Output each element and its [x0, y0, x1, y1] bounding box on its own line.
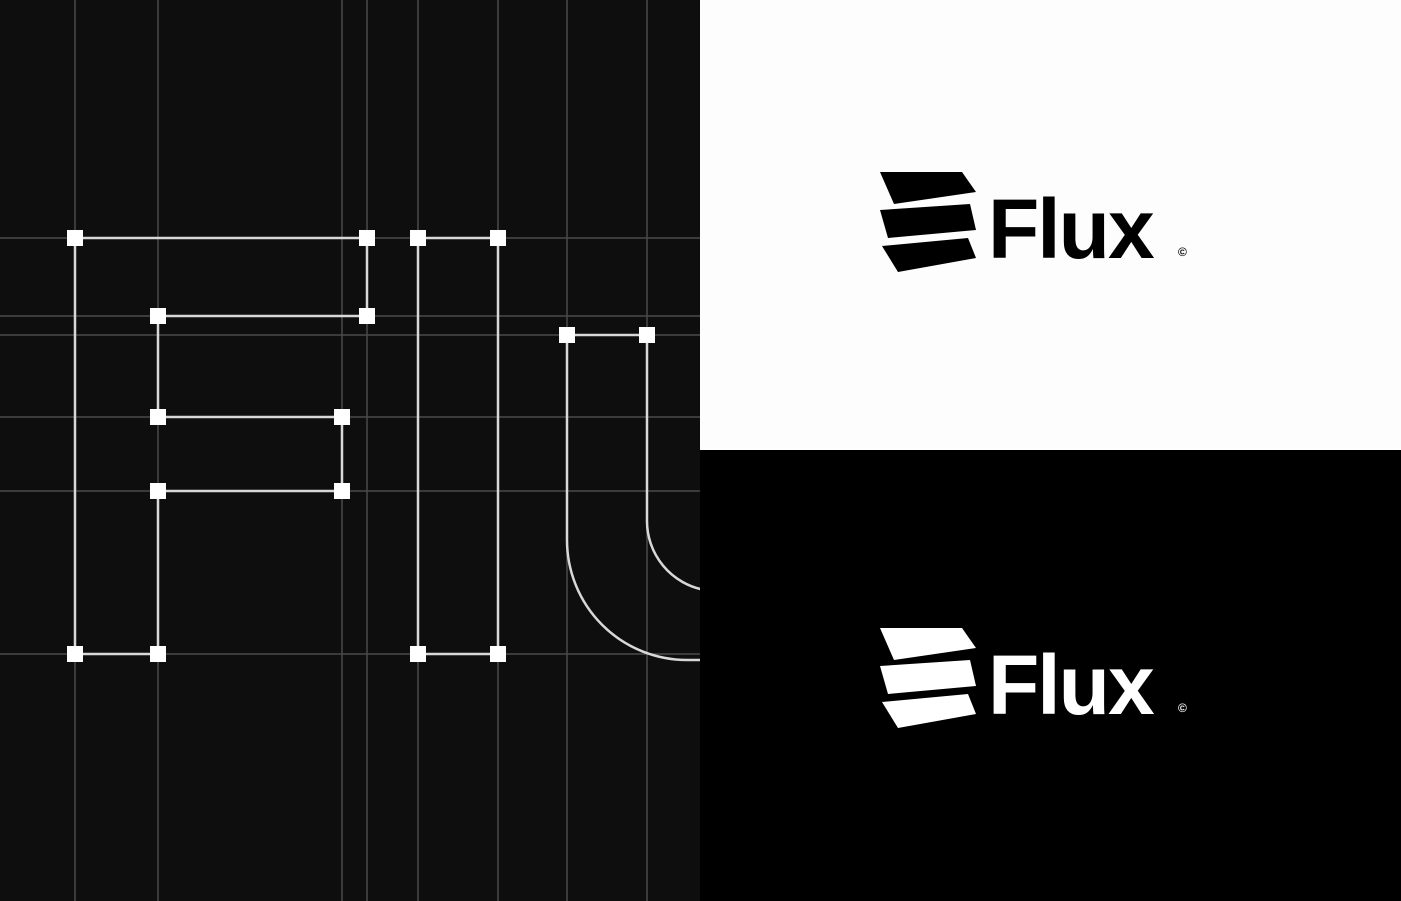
light-logo-panel: Flux ©	[700, 0, 1401, 450]
letter-u-inner-curve	[645, 335, 700, 591]
anchor-point	[334, 483, 350, 499]
anchor-point	[67, 230, 83, 246]
logo-lockup-dark-svg: Flux ©	[880, 628, 1187, 732]
wordmark-text: Flux	[988, 638, 1155, 732]
anchor-point	[150, 409, 166, 425]
letter-l-outline	[416, 236, 500, 656]
logo-lockup-dark: Flux ©	[880, 626, 1210, 736]
anchor-point	[150, 646, 166, 662]
anchor-point	[150, 483, 166, 499]
logo-lockup-light-svg: Flux ©	[880, 172, 1187, 276]
anchor-point	[490, 646, 506, 662]
copyright-symbol: ©	[1178, 701, 1187, 715]
copyright-symbol: ©	[1178, 245, 1187, 259]
logo-lockup-light: Flux ©	[880, 170, 1210, 280]
construction-grid-panel	[0, 0, 700, 901]
stacked-wedges-logo-icon	[880, 172, 976, 272]
letter-construction-drawing	[0, 0, 700, 901]
anchor-point	[559, 327, 575, 343]
stacked-wedges-logo-icon	[880, 628, 976, 728]
anchor-point	[639, 327, 655, 343]
letter-f-outline	[73, 236, 369, 656]
anchor-point	[410, 230, 426, 246]
anchor-point	[490, 230, 506, 246]
anchor-point	[334, 409, 350, 425]
anchor-point	[359, 308, 375, 324]
letter-u-outer-curve	[565, 335, 700, 662]
wordmark-text: Flux	[988, 182, 1155, 276]
anchor-point	[359, 230, 375, 246]
construction-grid-lines	[0, 0, 700, 901]
anchor-point	[410, 646, 426, 662]
letter-outlines	[73, 236, 700, 662]
anchor-point	[150, 308, 166, 324]
dark-logo-panel: Flux ©	[700, 450, 1401, 901]
anchor-points	[67, 230, 655, 662]
anchor-point	[67, 646, 83, 662]
